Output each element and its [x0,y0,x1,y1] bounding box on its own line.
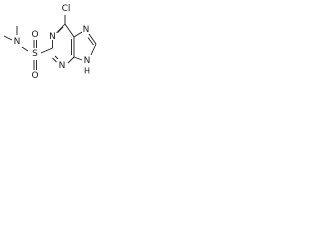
bond-c8-n9 [90,43,97,56]
bond-layer [3,15,97,70]
atom-label-h9: H [84,67,90,76]
atom-label-n3: N [59,61,66,71]
bond-n9-c4 [73,56,83,61]
atom-label-o-top: O [31,30,38,40]
bond-c2-n3-double [54,55,59,60]
chemical-structure-diagram: Cl N N N N H S O O N [3,4,97,81]
bond-c2-s [40,47,53,54]
atom-label-cl: Cl [62,4,71,14]
bond-n7-c8 [88,33,97,45]
bond-s-n [21,46,29,52]
bond-c6-n1 [56,23,66,34]
bond-c2-n3 [52,57,57,63]
bond-c5-c6 [64,23,75,38]
bond-n3-c4 [67,56,75,64]
atom-label-n9: N [84,56,91,66]
atom-label-layer: Cl N N N N H S O O N [14,4,91,81]
bond-n7-c8-double [87,37,94,46]
atom-label-n7: N [83,25,90,35]
atom-label-s: S [32,49,38,59]
bond-c6-n1-double [57,26,64,33]
bond-c5-n7 [73,31,83,38]
atom-label-n-amine: N [14,37,21,47]
atom-label-o-bottom: O [31,71,38,81]
atom-label-n1: N [49,32,56,42]
bond-n-methyl-left [3,35,13,41]
